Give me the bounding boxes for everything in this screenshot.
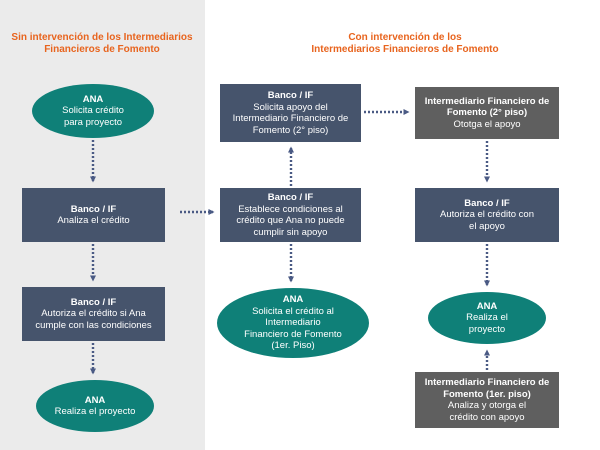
node-bank-authorizes-with-support: Banco / IF Autoriza el crédito con el ap…	[415, 188, 559, 242]
node-body: Autoriza el crédito con el apoyo	[440, 209, 534, 232]
node-body: Autoriza el crédito si Ana cumple con la…	[35, 308, 152, 331]
node-title: Banco / IF	[267, 90, 314, 101]
node-bank-requests-support: Banco / IF Solicita apoyo del Intermedia…	[220, 84, 361, 142]
node-body: Realiza el proyecto	[54, 406, 136, 417]
node-body: Solicita crédito para proyecto	[62, 105, 124, 128]
node-title: Banco / IF	[70, 203, 117, 215]
node-title: ANA	[282, 294, 304, 306]
node-title: ANA	[476, 300, 498, 312]
node-title: Intermediario Financiero de Fomento (2° …	[424, 95, 550, 119]
node-title: Banco / IF	[70, 296, 117, 308]
node-body: Ototga el apoyo	[453, 118, 521, 130]
node-bank-authorizes-if: Banco / IF Autoriza el crédito si Ana cu…	[22, 287, 165, 341]
node-ana-requests-credit: ANA Solicita crédito para proyecto	[32, 84, 154, 138]
node-first-floor-grants-credit: Intermediario Financiero de Fomento (1er…	[415, 372, 559, 428]
node-ana-does-project-left: ANA Realiza el proyecto	[36, 380, 154, 432]
node-body: Solicita el crédito al Intermediario Fin…	[244, 305, 342, 352]
heading-without-intervention: Sin intervención de los Intermediarios F…	[11, 32, 193, 55]
node-title: ANA	[84, 394, 106, 406]
node-bank-analyzes: Banco / IF Analiza el crédito	[22, 188, 165, 242]
node-bank-sets-conditions: Banco / IF Establece condiciones al créd…	[220, 188, 361, 242]
node-body: Analiza y otorga el crédito con apoyo	[447, 400, 527, 423]
node-ana-does-project-right: ANA Realiza el proyecto	[428, 292, 546, 344]
node-ana-requests-first-floor: ANA Solicita el crédito al Intermediario…	[217, 288, 369, 358]
node-body: Realiza el proyecto	[466, 312, 508, 335]
node-second-floor-grants-support: Intermediario Financiero de Fomento (2° …	[415, 87, 559, 139]
node-title: Banco / IF	[464, 197, 510, 209]
node-body: Analiza el crédito	[57, 215, 130, 226]
node-title: ANA	[82, 93, 104, 105]
node-title: Banco / IF	[267, 192, 314, 203]
node-body: Solicita apoyo del Intermediario Financi…	[232, 101, 349, 136]
node-body: Establece condiciones al crédito que Ana…	[236, 203, 345, 238]
node-title: Intermediario Financiero de Fomento (1er…	[424, 377, 550, 400]
heading-with-intervention: Con intervención de los Intermediarios F…	[311, 32, 499, 55]
